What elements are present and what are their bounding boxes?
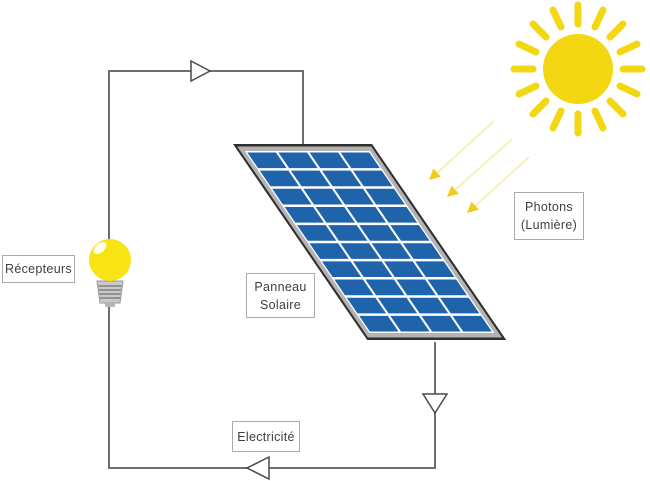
panel-cell bbox=[340, 243, 380, 259]
panel-cell bbox=[247, 152, 287, 169]
panel-cell bbox=[452, 315, 492, 332]
panel-cell bbox=[390, 225, 430, 241]
panel-cell bbox=[259, 170, 300, 187]
panel-cell bbox=[309, 152, 349, 169]
panel-cell bbox=[359, 315, 399, 332]
sun-icon bbox=[510, 1, 646, 137]
panel-cell bbox=[309, 243, 349, 259]
panel-cell bbox=[384, 261, 424, 278]
current-arrow-down-icon bbox=[421, 393, 449, 415]
panel-cell bbox=[402, 243, 443, 259]
panel-cell bbox=[272, 188, 312, 205]
panel-cell bbox=[321, 261, 362, 278]
panel-cell bbox=[334, 188, 374, 205]
panel-backsheet bbox=[244, 151, 495, 333]
photon-arrow bbox=[429, 120, 495, 180]
bulb-glass bbox=[89, 239, 131, 281]
label-recepteurs: Récepteurs bbox=[2, 255, 75, 283]
panel-cell bbox=[440, 297, 480, 314]
label-panneau-line1: Panneau bbox=[254, 279, 307, 294]
sun-rays bbox=[510, 1, 646, 137]
panel-cell bbox=[303, 188, 343, 205]
label-photons: Photons (Lumière) bbox=[514, 192, 584, 240]
light-bulb-icon bbox=[89, 239, 131, 307]
label-electricite: Electricité bbox=[232, 421, 300, 452]
panel-cell bbox=[278, 152, 318, 169]
panel-cell bbox=[353, 170, 393, 187]
panel-cell bbox=[377, 297, 418, 314]
bulb-nub bbox=[105, 303, 115, 307]
panel-cell bbox=[334, 279, 374, 296]
panel-cell bbox=[421, 315, 461, 332]
sun-core bbox=[543, 34, 613, 104]
panel-cell bbox=[377, 206, 418, 223]
photon-arrow bbox=[447, 138, 513, 197]
panel-cell bbox=[346, 297, 387, 314]
panel-cell bbox=[365, 188, 405, 205]
current-arrow-right-icon bbox=[190, 59, 212, 83]
panel-cell bbox=[346, 206, 387, 223]
current-arrow-left-icon bbox=[245, 455, 270, 481]
panel-cell bbox=[321, 170, 362, 187]
panel-cell bbox=[390, 315, 430, 332]
label-electricite-text: Electricité bbox=[237, 429, 295, 444]
panel-cell bbox=[290, 170, 331, 187]
panel-cell bbox=[427, 279, 467, 296]
label-photons-line2: (Lumière) bbox=[520, 218, 578, 232]
photon-arrows bbox=[429, 120, 530, 213]
panel-cell bbox=[371, 243, 411, 259]
label-recepteurs-text: Récepteurs bbox=[5, 262, 72, 276]
photon-arrow bbox=[467, 156, 530, 213]
label-panneau-solaire: Panneau Solaire bbox=[246, 273, 315, 318]
panel-cell bbox=[284, 206, 324, 223]
bulb-base bbox=[96, 280, 124, 304]
label-photons-line1: Photons bbox=[525, 200, 573, 214]
panel-cell bbox=[340, 152, 380, 169]
panel-cells bbox=[247, 152, 492, 332]
bulb-highlight bbox=[93, 242, 107, 254]
solar-panel-icon bbox=[233, 144, 507, 340]
panel-cell bbox=[396, 279, 436, 296]
panel-cell bbox=[408, 297, 449, 314]
panel-cell bbox=[297, 225, 337, 241]
panel-cell bbox=[359, 225, 399, 241]
panel-cell bbox=[415, 261, 455, 278]
panel-cell bbox=[328, 225, 368, 241]
label-panneau-line2: Solaire bbox=[259, 297, 301, 312]
panel-cell bbox=[352, 261, 393, 278]
panel-cell bbox=[315, 206, 356, 223]
panel-cell bbox=[365, 279, 405, 296]
